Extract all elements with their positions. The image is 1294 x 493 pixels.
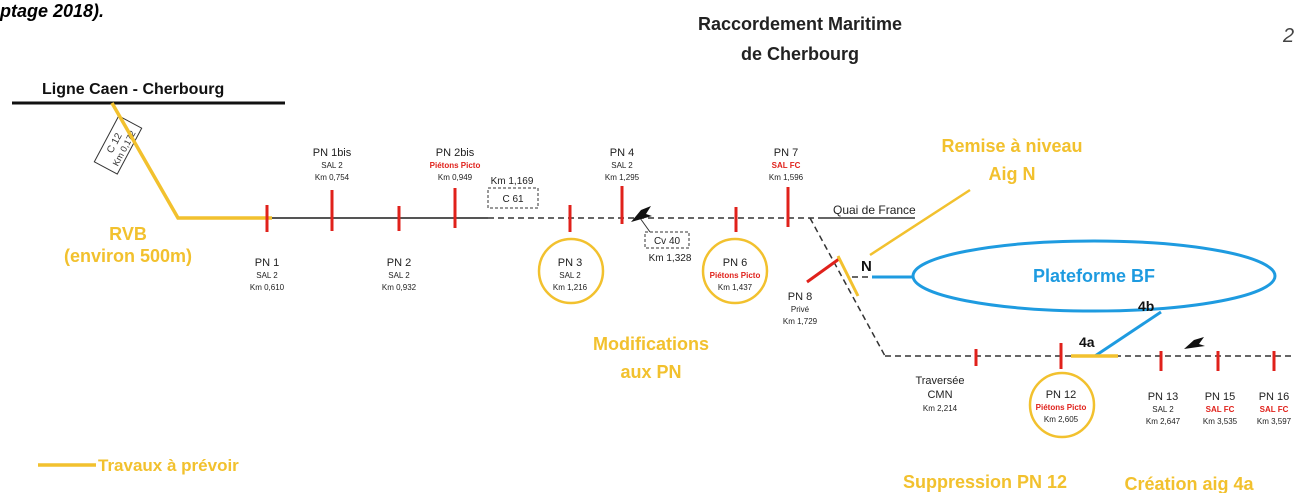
pn1bis-sub: SAL 2 [321, 161, 343, 170]
remise-label-line2: Aig N [989, 164, 1036, 184]
pn1bis-label: PN 1bis SAL 2 Km 0,754 [313, 147, 352, 182]
pn8-sub: Privé [791, 305, 810, 314]
legend-label: Travaux à prévoir [98, 456, 239, 475]
pn2-name: PN 2 [387, 257, 411, 269]
aig-n-label: N [861, 258, 872, 275]
plateforme-label: Plateforme BF [1033, 266, 1155, 286]
pn6-label: PN 6 Piétons Picto Km 1,437 [710, 257, 761, 292]
traversee-name: Traversée [915, 375, 964, 387]
c61-label: C 61 [502, 194, 524, 205]
pn16-sub: SAL FC [1260, 405, 1289, 414]
pn2-sub: SAL 2 [388, 271, 410, 280]
diagram-title-line2: de Cherbourg [741, 44, 859, 64]
pn7-km: Km 1,596 [769, 173, 804, 182]
pn13-label: PN 13 SAL 2 Km 2,647 [1146, 391, 1181, 426]
pn7-name: PN 7 [774, 147, 798, 159]
pn3-name: PN 3 [558, 257, 582, 269]
branch-track-dashed [809, 217, 886, 357]
pn1-sub: SAL 2 [256, 271, 278, 280]
aig-4a-label: 4a [1079, 334, 1095, 350]
aig-n-switch [836, 255, 860, 297]
pn2-km: Km 0,932 [382, 283, 417, 292]
caption-fragment: ptage 2018). [0, 1, 104, 21]
pn16-label: PN 16 SAL FC Km 3,597 [1257, 391, 1292, 426]
pn3-label: PN 3 SAL 2 Km 1,216 [553, 257, 588, 292]
pn2bis-sub: Piétons Picto [430, 161, 481, 170]
pn2bis-km: Km 0,949 [438, 173, 473, 182]
pn15-name: PN 15 [1205, 391, 1236, 403]
diagram-title-line1: Raccordement Maritime [698, 14, 902, 34]
pn4-sub: SAL 2 [611, 161, 633, 170]
pn12-label: PN 12 Piétons Picto Km 2,605 [1036, 389, 1087, 424]
page-number: 2 [1282, 25, 1294, 47]
pn15-sub: SAL FC [1206, 405, 1235, 414]
pn6-name: PN 6 [723, 257, 747, 269]
modifications-line1: Modifications [593, 334, 709, 354]
traversee-km: Km 2,214 [923, 404, 958, 413]
pn6-sub: Piétons Picto [710, 271, 761, 280]
pn1-km: Km 0,610 [250, 283, 285, 292]
c12-box: C 12 Km 0,172 [93, 115, 143, 175]
cv40-connector [639, 217, 651, 233]
c61-km: Km 1,169 [491, 176, 534, 187]
pn13-name: PN 13 [1148, 391, 1179, 403]
pn3-km: Km 1,216 [553, 283, 588, 292]
pn2bis-name: PN 2bis [436, 147, 475, 159]
cv40-box: Cv 40 Km 1,328 [644, 231, 692, 264]
pn16-km: Km 3,597 [1257, 417, 1292, 426]
creation-label: Création aig 4a [1124, 474, 1254, 493]
rvb-label-line2: (environ 500m) [64, 246, 192, 266]
rvb-label-line1: RVB [109, 224, 147, 244]
pn7-label: PN 7 SAL FC Km 1,596 [769, 147, 804, 182]
pn4-name: PN 4 [610, 147, 634, 159]
pn4-km: Km 1,295 [605, 173, 640, 182]
crossing-mark-pn8 [806, 257, 840, 284]
remise-pointer [869, 188, 971, 257]
pn15-label: PN 15 SAL FC Km 3,535 [1203, 391, 1238, 426]
aig-4-branch [1094, 310, 1162, 358]
pn16-name: PN 16 [1259, 391, 1290, 403]
traversee-sub: CMN [927, 389, 952, 401]
pn8-label: PN 8 Privé Km 1,729 [783, 291, 818, 326]
pn12-highlight-circle [1028, 371, 1096, 439]
pn1-name: PN 1 [255, 257, 279, 269]
signal-flag-icon-2 [1184, 337, 1205, 349]
pn1bis-name: PN 1bis [313, 147, 352, 159]
plateforme-ellipse [911, 239, 1277, 313]
modifications-line2: aux PN [620, 362, 681, 382]
c61-box: Km 1,169 C 61 [487, 176, 539, 209]
quai-label: Quai de France [833, 203, 916, 217]
suppression-label: Suppression PN 12 [903, 472, 1067, 492]
pn7-sub: SAL FC [772, 161, 801, 170]
pn3-sub: SAL 2 [559, 271, 581, 280]
pn4-label: PN 4 SAL 2 Km 1,295 [605, 147, 640, 182]
remise-label-line1: Remise à niveau [941, 136, 1082, 156]
pn6-km: Km 1,437 [718, 283, 753, 292]
cv40-km: Km 1,328 [649, 253, 692, 264]
pn8-km: Km 1,729 [783, 317, 818, 326]
cv40-label: Cv 40 [654, 236, 681, 247]
pn12-km: Km 2,605 [1044, 415, 1079, 424]
signal-flag-icon [631, 206, 652, 222]
pn13-sub: SAL 2 [1152, 405, 1174, 414]
rvb-track-works [110, 102, 272, 220]
pn13-km: Km 2,647 [1146, 417, 1181, 426]
pn12-sub: Piétons Picto [1036, 403, 1087, 412]
pn12-name: PN 12 [1046, 389, 1077, 401]
pn2bis-label: PN 2bis Piétons Picto Km 0,949 [430, 147, 481, 182]
pn1-label: PN 1 SAL 2 Km 0,610 [250, 257, 285, 292]
aig-4b-label: 4b [1138, 298, 1154, 314]
ligne-title: Ligne Caen - Cherbourg [42, 81, 224, 98]
traversee-label: Traversée CMN Km 2,214 [915, 375, 964, 413]
pn8-name: PN 8 [788, 291, 812, 303]
pn6-highlight-circle [701, 237, 769, 305]
pn3-highlight-circle [537, 237, 605, 305]
pn2-label: PN 2 SAL 2 Km 0,932 [382, 257, 417, 292]
pn15-km: Km 3,535 [1203, 417, 1238, 426]
pn1bis-km: Km 0,754 [315, 173, 350, 182]
